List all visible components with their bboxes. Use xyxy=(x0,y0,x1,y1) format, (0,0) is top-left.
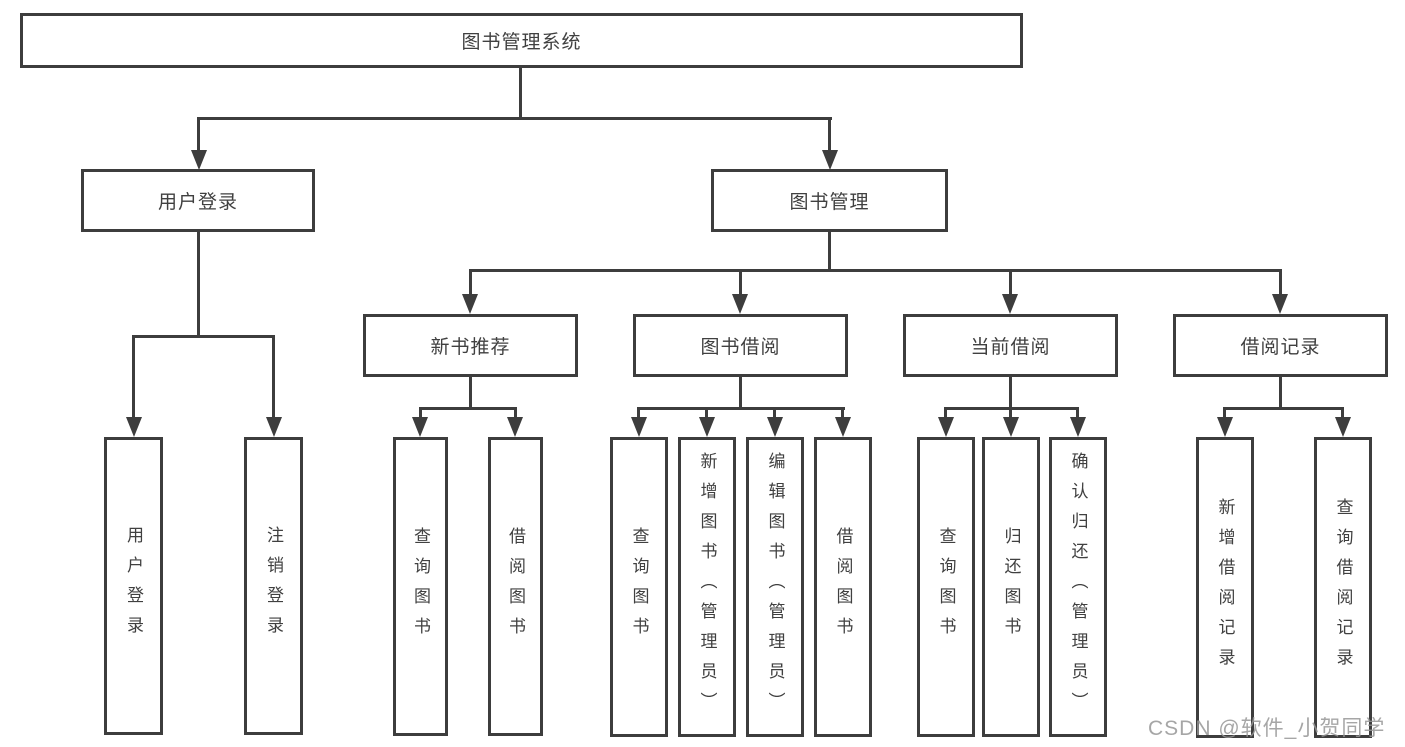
node-new-book-recommend: 新书推荐 xyxy=(363,314,578,377)
edge-groupC-trunk xyxy=(1009,377,1012,408)
leaf-query-book-c: 查询图书 xyxy=(917,437,975,737)
leaf-query-borrow-record: 查询借阅记录 xyxy=(1314,437,1372,738)
arrowhead-current-borrow xyxy=(1002,294,1018,314)
leaf-add-book-admin: 新增图书（管理员） xyxy=(678,437,736,737)
node-book-management-label: 图书管理 xyxy=(789,192,870,213)
edge-groupB-branch xyxy=(638,407,845,410)
leaf-borrow-book-b-label: 借阅图书 xyxy=(833,527,853,647)
leaf-logout-label: 注销登录 xyxy=(264,526,283,646)
leaf-confirm-return-admin-label: 确认归还（管理员） xyxy=(1068,452,1088,722)
leaf-edit-book-admin-label: 编辑图书（管理员） xyxy=(765,452,785,722)
edge-groupB-drop3 xyxy=(773,407,776,418)
leaf-user-login-label: 用户登录 xyxy=(124,526,143,646)
edge-mgmt-branch xyxy=(469,269,1282,272)
edge-to-new-book xyxy=(469,269,472,296)
edge-groupC-drop2 xyxy=(1009,407,1012,418)
edge-groupC-drop1 xyxy=(944,407,947,418)
leaf-confirm-return-admin: 确认归还（管理员） xyxy=(1049,437,1107,737)
leaf-return-book: 归还图书 xyxy=(982,437,1040,737)
leaf-query-book-a: 查询图书 xyxy=(393,437,448,736)
node-current-borrow: 当前借阅 xyxy=(903,314,1118,377)
leaf-query-book-b: 查询图书 xyxy=(610,437,668,737)
edge-to-book-management xyxy=(828,117,831,150)
leaf-edit-book-admin: 编辑图书（管理员） xyxy=(746,437,804,737)
node-user-login-label: 用户登录 xyxy=(157,192,238,213)
leaf-logout: 注销登录 xyxy=(244,437,303,735)
leaf-query-book-c-label: 查询图书 xyxy=(936,527,956,647)
leaf-return-book-label: 归还图书 xyxy=(1001,527,1021,647)
arrowhead-groupB-leaf1 xyxy=(631,417,647,437)
node-book-borrow: 图书借阅 xyxy=(633,314,848,377)
edge-groupA-branch xyxy=(419,407,517,410)
edge-groupB-drop1 xyxy=(637,407,640,418)
arrowhead-groupD-leaf1 xyxy=(1217,417,1233,437)
edge-groupB-drop4 xyxy=(841,407,844,418)
node-book-management: 图书管理 xyxy=(711,169,948,232)
edge-root-trunk xyxy=(519,68,522,118)
arrowhead-book-borrow xyxy=(732,294,748,314)
leaf-query-book-a-label: 查询图书 xyxy=(411,526,430,647)
arrowhead-borrow-records xyxy=(1272,294,1288,314)
edge-login-trunk xyxy=(197,232,200,336)
arrowhead-groupD-leaf2 xyxy=(1335,417,1351,437)
node-root-label: 图书管理系统 xyxy=(461,32,582,53)
arrowhead-groupA-leaf1 xyxy=(412,417,428,437)
edge-to-book-borrow xyxy=(739,269,742,296)
leaf-borrow-book-a-label: 借阅图书 xyxy=(506,526,525,647)
leaf-add-borrow-record: 新增借阅记录 xyxy=(1196,437,1254,738)
node-user-login: 用户登录 xyxy=(81,169,315,232)
edge-groupD-trunk xyxy=(1279,377,1282,408)
leaf-add-borrow-record-label: 新增借阅记录 xyxy=(1215,497,1235,678)
edge-to-leaf-login xyxy=(132,335,135,418)
edge-groupB-trunk xyxy=(739,377,742,408)
node-root: 图书管理系统 xyxy=(20,13,1023,68)
node-borrow-records-label: 借阅记录 xyxy=(1240,337,1321,358)
edge-groupA-trunk xyxy=(469,377,472,408)
edge-to-leaf-logout xyxy=(272,335,275,418)
edge-groupC-drop3 xyxy=(1076,407,1079,418)
arrowhead-leaf-login xyxy=(126,417,142,437)
edge-groupC-branch xyxy=(945,407,1079,410)
leaf-borrow-book-a: 借阅图书 xyxy=(488,437,543,736)
arrowhead-leaf-logout xyxy=(266,417,282,437)
csdn-watermark: CSDN @软件_小贺同学 xyxy=(1148,717,1386,740)
arrowhead-book-management xyxy=(822,150,838,170)
edge-groupA-drop2 xyxy=(514,407,517,418)
leaf-query-borrow-record-label: 查询借阅记录 xyxy=(1333,497,1353,678)
edge-groupA-drop1 xyxy=(419,407,422,418)
edge-mgmt-trunk xyxy=(828,232,831,270)
node-borrow-records: 借阅记录 xyxy=(1173,314,1388,377)
edge-groupD-drop2 xyxy=(1341,407,1344,418)
arrowhead-groupC-leaf1 xyxy=(938,417,954,437)
arrowhead-new-book xyxy=(462,294,478,314)
arrowhead-groupA-leaf2 xyxy=(507,417,523,437)
arrowhead-user-login xyxy=(191,150,207,170)
leaf-borrow-book-b: 借阅图书 xyxy=(814,437,872,737)
edge-to-user-login xyxy=(197,117,200,150)
leaf-user-login: 用户登录 xyxy=(104,437,163,735)
leaf-query-book-b-label: 查询图书 xyxy=(629,527,649,647)
node-new-book-recommend-label: 新书推荐 xyxy=(430,337,511,358)
edge-groupD-branch xyxy=(1224,407,1344,410)
arrowhead-groupB-leaf3 xyxy=(767,417,783,437)
arrowhead-groupB-leaf2 xyxy=(699,417,715,437)
edge-root-branch xyxy=(197,117,832,120)
node-book-borrow-label: 图书借阅 xyxy=(700,337,781,358)
edge-to-borrow-records xyxy=(1279,269,1282,296)
edge-groupB-drop2 xyxy=(705,407,708,418)
leaf-add-book-admin-label: 新增图书（管理员） xyxy=(697,452,717,722)
edge-login-branch xyxy=(132,335,275,338)
arrowhead-groupC-leaf2 xyxy=(1003,417,1019,437)
arrowhead-groupB-leaf4 xyxy=(835,417,851,437)
arrowhead-groupC-leaf3 xyxy=(1070,417,1086,437)
edge-groupD-drop1 xyxy=(1223,407,1226,418)
edge-to-current-borrow xyxy=(1009,269,1012,296)
node-current-borrow-label: 当前借阅 xyxy=(970,337,1051,358)
